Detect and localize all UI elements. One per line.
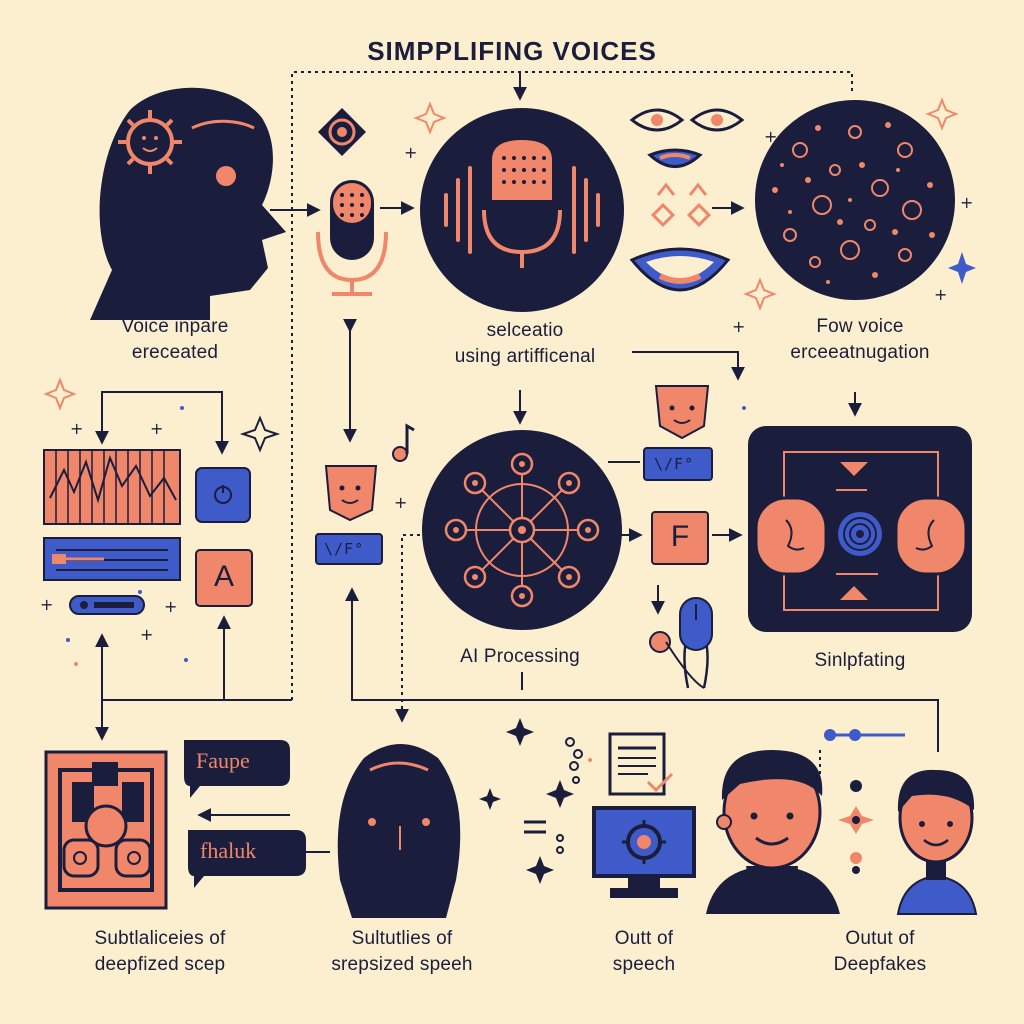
chip-left[interactable]	[315, 533, 383, 565]
microphone-icon	[316, 180, 388, 296]
speech-bubble-bottom	[188, 830, 306, 888]
face-left-icon	[754, 496, 828, 576]
sparkle-icons: + + + + + + + + + + +	[40, 97, 976, 884]
chip-right-text: \/F°	[654, 455, 695, 473]
target-icon	[838, 512, 882, 556]
power-button-icon[interactable]	[195, 467, 251, 523]
label-selection: selceatio using artifficenal	[454, 320, 596, 367]
label-output-deepfakes: Outut of Deepfakes	[833, 928, 927, 975]
left-bottom-connector	[95, 699, 292, 741]
mask-face-icon	[654, 385, 710, 440]
label-output-speech: Outt of speech	[612, 928, 676, 975]
svg-text:+: +	[404, 143, 417, 162]
mini-face-right	[114, 838, 152, 878]
person-child-icon	[896, 769, 978, 915]
monitor-icon	[592, 806, 696, 898]
connectors	[95, 71, 939, 853]
head-silhouette-front	[337, 744, 461, 918]
key-a-button[interactable]	[195, 549, 253, 607]
svg-text:+: +	[150, 419, 163, 438]
diagram-title: SIMPPLIFING VOICES	[367, 36, 657, 66]
bubble-top-text: Faupe	[196, 748, 250, 773]
head-profile-icon	[90, 87, 286, 320]
toggle-bar[interactable]	[69, 595, 145, 615]
selection-right-connector	[632, 351, 745, 381]
svg-text:+: +	[732, 317, 745, 336]
top-dotted-connector	[291, 71, 853, 700]
voice-dots-circle	[755, 100, 955, 300]
mini-face-left	[62, 838, 100, 878]
small-face-icon-left	[324, 465, 378, 522]
label-subtleties-deepfized: Subtlaliceies of deepfized scep	[94, 928, 226, 975]
ai-network-circle	[422, 430, 622, 630]
document-icon	[608, 732, 674, 796]
face-right-icon	[894, 496, 968, 576]
svg-text:+: +	[934, 285, 947, 304]
face-comparison-panel	[748, 426, 972, 632]
face-grid-panel	[44, 750, 168, 910]
key-f-button[interactable]	[651, 511, 709, 565]
mouse-icon[interactable]	[649, 597, 713, 689]
slider-panel[interactable]	[43, 537, 181, 581]
eyes-mouth-icons	[629, 108, 745, 292]
label-few-voice: Fow voice erceeatnugation	[790, 316, 930, 363]
label-ai-processing: AI Processing	[460, 646, 580, 667]
chip-left-text: \/F°	[324, 540, 365, 558]
svg-text:+: +	[764, 127, 777, 146]
dots-equals-icon	[524, 737, 583, 854]
svg-text:+: +	[960, 193, 973, 212]
chip-right[interactable]	[643, 447, 713, 481]
brain-gear-icon	[118, 110, 182, 174]
svg-text:+: +	[164, 597, 177, 616]
svg-text:+: +	[394, 493, 407, 512]
label-subtleties-synthesized: Sultutlies of srepsized speeh	[331, 928, 473, 975]
key-f-label: F	[670, 520, 690, 553]
svg-text:+: +	[40, 595, 53, 614]
key-a-label: A	[213, 560, 234, 593]
svg-text:+: +	[70, 419, 83, 438]
bubble-bottom-text: fhaluk	[200, 838, 257, 863]
svg-text:+: +	[140, 625, 153, 644]
music-note-icon	[392, 423, 415, 462]
person-adult-icon	[706, 750, 840, 914]
waveform-panel	[43, 449, 181, 525]
eye-icon	[318, 108, 366, 156]
voice-wave-circle	[420, 108, 624, 312]
speech-bubble-top	[184, 740, 290, 798]
label-simplifying: Sinlpfating	[814, 650, 906, 671]
connector-dots-icon	[824, 729, 874, 874]
chip-dotted-down	[395, 534, 420, 723]
label-voice-input: Voice inpare ereceated	[121, 316, 229, 363]
middle-long-connector	[351, 596, 939, 752]
